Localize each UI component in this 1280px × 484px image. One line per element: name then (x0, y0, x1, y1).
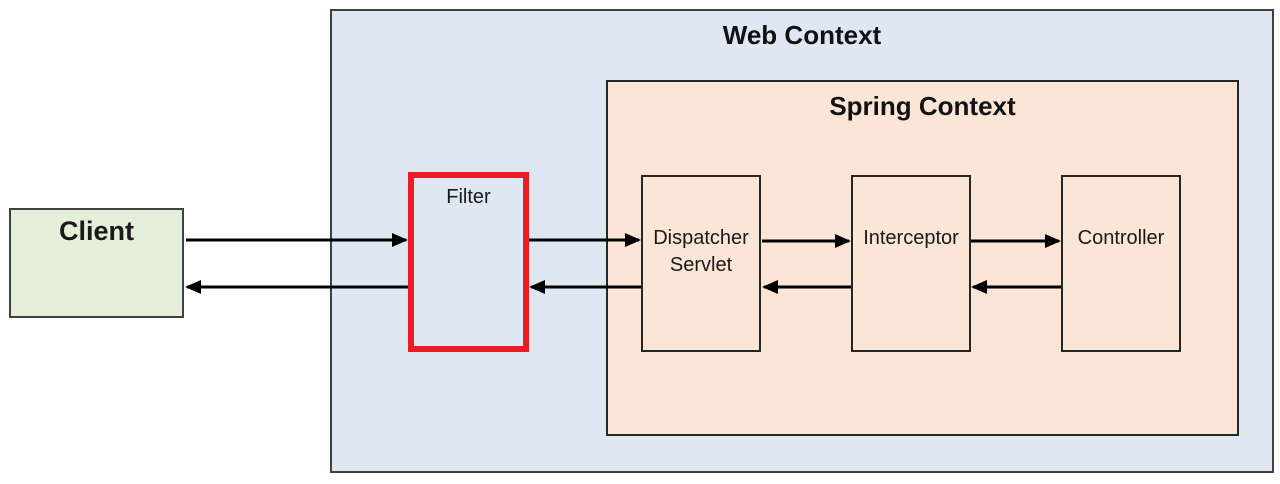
filter-node: Filter (408, 172, 529, 352)
filter-label: Filter (446, 186, 491, 208)
client-label: Client (58, 216, 134, 246)
dispatcher-servlet-node: Dispatcher Servlet (641, 175, 761, 352)
interceptor-label: Interceptor (863, 227, 959, 249)
dispatcher-servlet-label: Dispatcher Servlet (653, 227, 749, 276)
client-node: Client (9, 208, 184, 318)
controller-label: Controller (1077, 227, 1165, 249)
interceptor-node: Interceptor (851, 175, 971, 352)
controller-node: Controller (1061, 175, 1181, 352)
spring-context-title: Spring Context (829, 91, 1016, 121)
web-context-title: Web Context (722, 20, 882, 50)
